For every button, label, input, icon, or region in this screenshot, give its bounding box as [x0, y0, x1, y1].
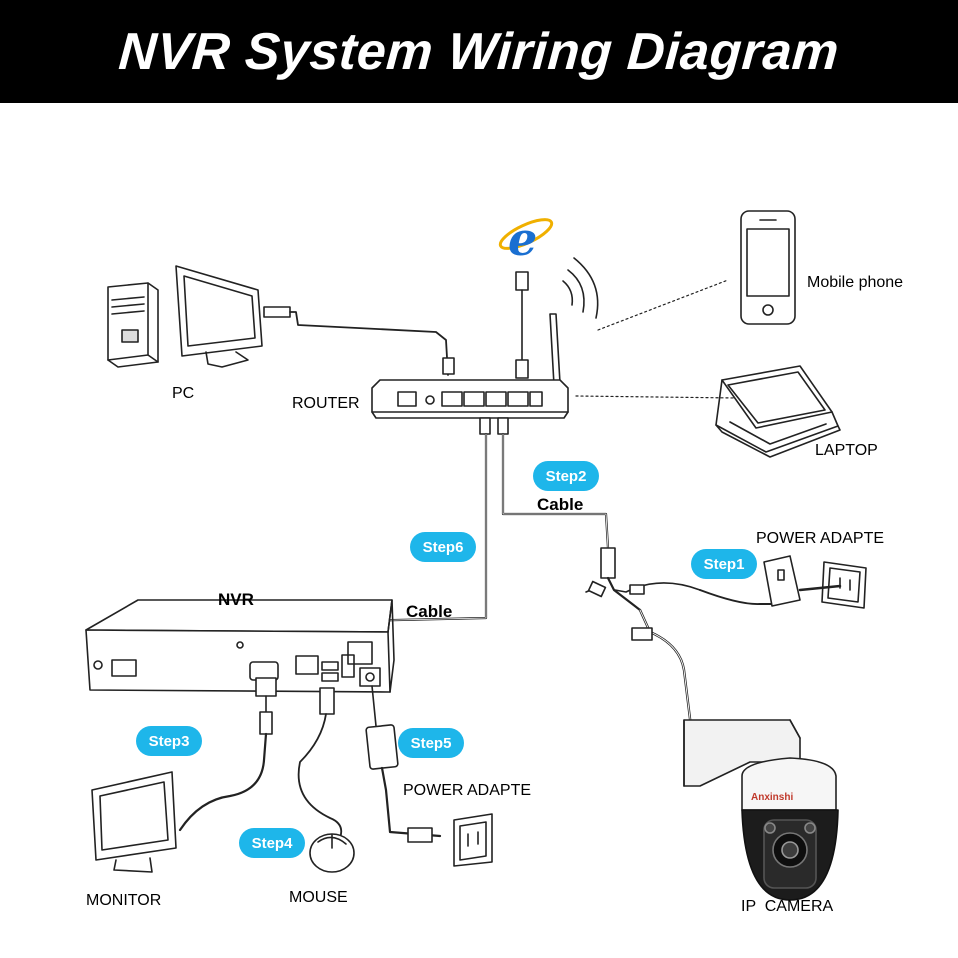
label-cable-router-camera: Cable	[537, 495, 584, 514]
label-power-adapter-camera: POWER ADAPTE	[756, 530, 885, 547]
label-laptop: LAPTOP	[815, 442, 878, 459]
label-mobile-phone: Mobile phone	[807, 274, 904, 291]
label-pc: PC	[172, 385, 195, 402]
label-power-adapter-nvr: POWER ADAPTE	[403, 782, 532, 799]
mobile-phone-icon	[740, 210, 796, 325]
wall-socket-icon	[821, 561, 867, 609]
monitor-icon	[91, 771, 177, 873]
ip-camera-icon: Anxinshi	[683, 719, 839, 901]
label-cable-nvr-router: Cable	[406, 602, 453, 621]
label-nvr: NVR	[218, 590, 254, 609]
label-mouse: MOUSE	[289, 889, 348, 906]
laptop-icon	[715, 365, 841, 458]
camera-brand-text: Anxinshi	[751, 792, 793, 803]
title-bar	[0, 0, 958, 103]
step4-badge: Step4	[239, 828, 305, 858]
nvr-icon	[85, 599, 395, 693]
step3-badge: Step3	[136, 726, 202, 756]
step6-badge: Step6	[410, 532, 476, 562]
svg-text:e: e	[508, 212, 537, 266]
wall-socket-icon	[453, 813, 493, 867]
mouse-icon	[309, 833, 355, 873]
router-icon	[371, 379, 569, 419]
step5-badge: Step5	[398, 728, 464, 758]
desktop-tower-icon	[107, 282, 159, 368]
step1-badge: Step1	[691, 549, 757, 579]
internet-explorer-icon: e	[498, 212, 554, 266]
power-adapter-icon	[763, 555, 801, 607]
label-router: ROUTER	[292, 395, 360, 412]
label-monitor: MONITOR	[86, 892, 162, 909]
label-ip-camera: IP CAMERA	[741, 898, 834, 915]
pc-monitor-icon	[175, 265, 291, 368]
step2-badge: Step2	[533, 461, 599, 491]
